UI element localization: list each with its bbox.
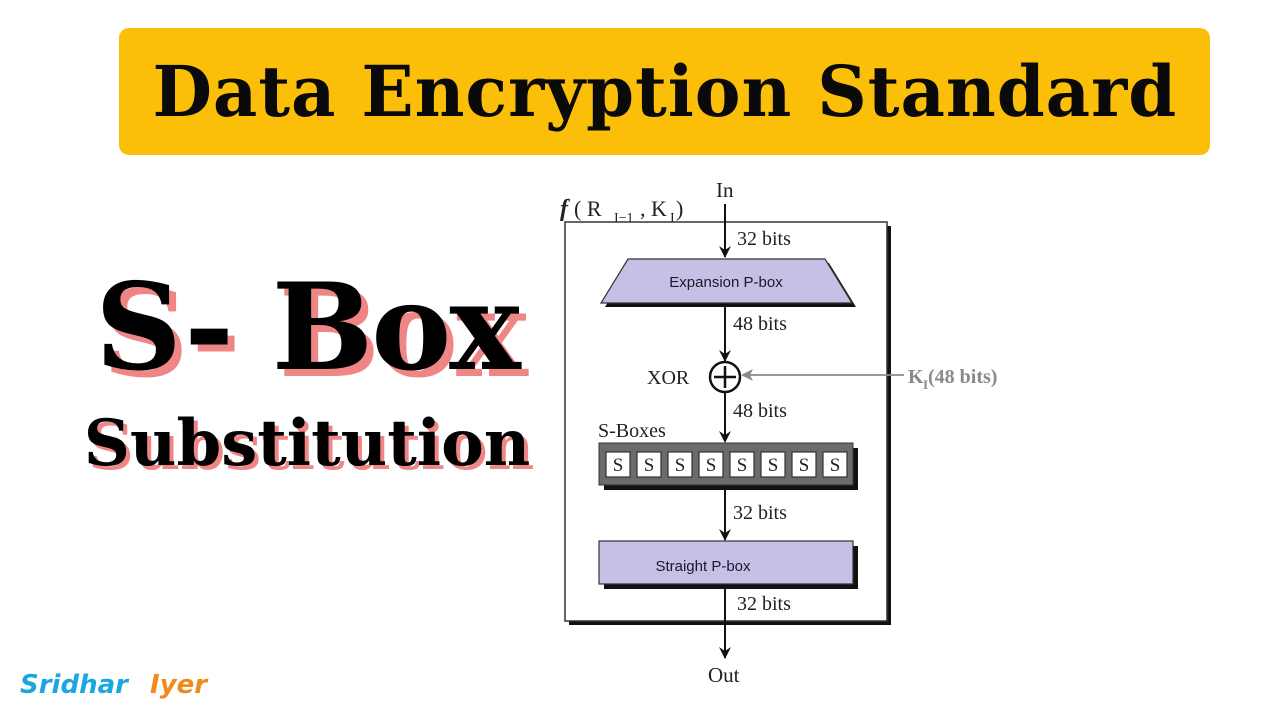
svg-text:I: I <box>923 377 928 392</box>
sbox-cell: S <box>636 451 662 478</box>
svg-text:, K: , K <box>640 196 667 221</box>
svg-text:S: S <box>706 455 717 476</box>
author-first-name: Sridhar <box>20 670 128 700</box>
svg-text:S: S <box>799 455 810 476</box>
xor-label: XOR <box>647 367 690 389</box>
author-credit: Sridhar Iyer <box>20 670 207 700</box>
sbox-cell: S <box>822 451 848 478</box>
svg-text:S: S <box>830 455 841 476</box>
arrowhead-icon <box>741 369 753 381</box>
svg-text:S: S <box>737 455 748 476</box>
edge-label-expansion: 48 bits <box>733 313 787 335</box>
arrowhead-icon <box>719 647 731 659</box>
expansion-p-box: Expansion P-box <box>599 258 856 307</box>
straight-box-label: Straight P-box <box>655 558 751 575</box>
sbox-cell: S <box>667 451 693 478</box>
topic-title: S- Box <box>95 257 521 398</box>
topic-subtitle: Substitution <box>83 406 531 481</box>
sboxes-bar: S S S S S S S S <box>598 442 858 490</box>
sbox-cell: S <box>760 451 786 478</box>
sbox-cell: S <box>605 451 631 478</box>
svg-text:f: f <box>560 196 570 222</box>
svg-text:S: S <box>644 455 655 476</box>
arrowhead-icon <box>719 431 731 443</box>
output-label: Out <box>708 663 740 687</box>
svg-text:K: K <box>908 366 924 388</box>
sbox-cell: S <box>729 451 755 478</box>
edge-label-straight: 32 bits <box>737 593 791 615</box>
arrowhead-icon <box>719 350 731 362</box>
svg-text:S: S <box>768 455 779 476</box>
svg-text:(48 bits): (48 bits) <box>928 366 997 388</box>
input-label: In <box>716 178 734 202</box>
arrowhead-icon <box>719 246 731 258</box>
svg-text:): ) <box>676 196 683 221</box>
svg-text:S: S <box>675 455 686 476</box>
edge-label-xor: 48 bits <box>733 400 787 422</box>
sboxes-label: S-Boxes <box>598 420 666 442</box>
expansion-box-label: Expansion P-box <box>669 274 783 291</box>
edge-label-sboxes: 32 bits <box>733 502 787 524</box>
banner-title: Data Encryption Standard <box>152 50 1177 133</box>
title-banner: Data Encryption Standard <box>119 28 1210 155</box>
author-last-name: Iyer <box>149 670 208 700</box>
straight-p-box: Straight P-box <box>598 540 858 589</box>
svg-text:I: I <box>670 211 675 226</box>
sbox-cell: S <box>698 451 724 478</box>
svg-text:( R: ( R <box>574 196 602 221</box>
arrowhead-icon <box>719 529 731 541</box>
sbox-cell: S <box>791 451 817 478</box>
edge-label-in: 32 bits <box>737 228 791 250</box>
svg-text:S: S <box>613 455 624 476</box>
key-input: K I (48 bits) <box>741 366 997 392</box>
